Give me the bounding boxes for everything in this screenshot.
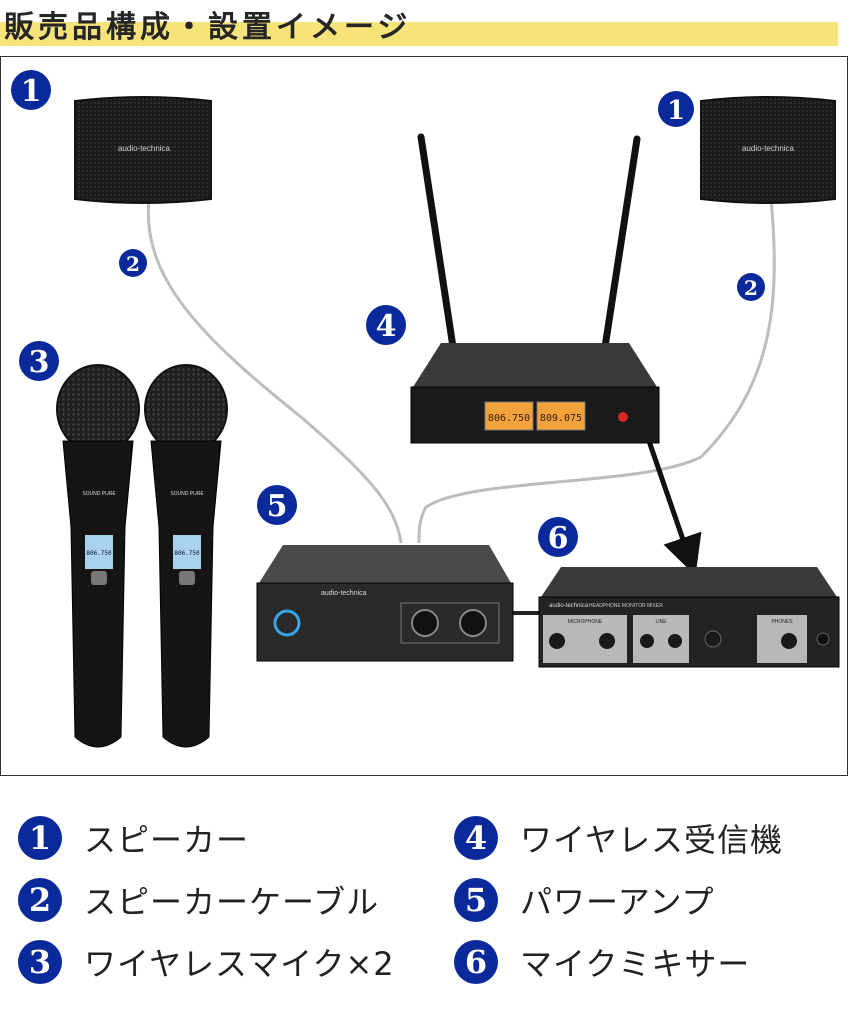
diagram-svg: audio-technica audio-technica 806.750 80… bbox=[11, 70, 840, 748]
legend-item-receiver: 4 ワイヤレス受信機 bbox=[454, 814, 783, 862]
badge-5: 5 bbox=[257, 485, 297, 525]
mixer-section-line: LINE bbox=[655, 619, 667, 625]
legend-label-4: ワイヤレス受信機 bbox=[520, 821, 784, 859]
badge-1-left: 1 bbox=[11, 70, 51, 110]
speaker-cable-left bbox=[146, 198, 403, 544]
legend: 1 スピーカー 2 スピーカーケーブル 3 ワイヤレスマイク×2 4 ワイヤレス… bbox=[0, 800, 850, 1000]
legend-badge-3: 3 bbox=[18, 940, 62, 984]
mic-right-brand: SOUND PURE bbox=[170, 491, 204, 497]
page-title: 販売品構成・設置イメージ bbox=[4, 10, 412, 45]
speaker-left: audio-technica bbox=[74, 96, 212, 204]
svg-text:3: 3 bbox=[29, 345, 50, 380]
legend-item-power-amp: 5 パワーアンプ bbox=[454, 876, 714, 924]
legend-label-5: パワーアンプ bbox=[520, 883, 715, 921]
svg-text:2: 2 bbox=[744, 276, 758, 300]
badge-3: 3 bbox=[19, 341, 59, 381]
legend-item-wireless-mic: 3 ワイヤレスマイク×2 bbox=[18, 938, 395, 986]
legend-label-1: スピーカー bbox=[84, 821, 250, 859]
speaker-left-brand: audio-technica bbox=[118, 144, 171, 153]
badge-2-left: 2 bbox=[119, 249, 147, 277]
legend-badge-1: 1 bbox=[18, 816, 62, 860]
svg-text:5: 5 bbox=[267, 489, 288, 524]
power-amplifier: audio-technica bbox=[256, 545, 514, 662]
badge-4: 4 bbox=[366, 305, 406, 345]
legend-badge-4: 4 bbox=[454, 816, 498, 860]
legend-item-speaker: 1 スピーカー bbox=[18, 814, 249, 862]
receiver-mixer-arrow bbox=[646, 440, 702, 576]
receiver-display-b: 809.075 bbox=[540, 413, 582, 424]
mixer-section-mic: MICROPHONE bbox=[568, 619, 603, 625]
legend-item-speaker-cable: 2 スピーカーケーブル bbox=[18, 876, 379, 924]
speaker-cable-right bbox=[417, 198, 776, 544]
svg-text:1: 1 bbox=[21, 74, 42, 109]
mic-mixer: audio-technica HEADPHONE MONITOR MIXER M… bbox=[538, 567, 840, 668]
svg-text:6: 6 bbox=[548, 521, 569, 556]
mixer-section-phones: PHONES bbox=[771, 619, 793, 625]
speaker-right-brand: audio-technica bbox=[742, 144, 795, 153]
badge-1-right: 1 bbox=[658, 91, 694, 127]
legend-label-3: ワイヤレスマイク×2 bbox=[84, 945, 395, 983]
amp-brand: audio-technica bbox=[321, 590, 367, 597]
mixer-model: HEADPHONE MONITOR MIXER bbox=[589, 603, 663, 609]
mixer-brand: audio-technica bbox=[549, 603, 589, 609]
wireless-receiver: 806.750 809.075 bbox=[410, 133, 660, 444]
speaker-right: audio-technica bbox=[700, 96, 836, 204]
wireless-mic-right: 806.750 SOUND PURE bbox=[144, 364, 228, 748]
title-highlight bbox=[0, 22, 838, 46]
legend-item-mixer: 6 マイクミキサー bbox=[454, 938, 750, 986]
legend-label-2: スピーカーケーブル bbox=[84, 883, 380, 921]
wireless-mic-left: 806.750 SOUND PURE bbox=[56, 364, 140, 748]
legend-badge-2: 2 bbox=[18, 878, 62, 922]
mic-right-display: 806.750 bbox=[174, 550, 200, 557]
badge-2-right: 2 bbox=[737, 273, 765, 301]
svg-text:2: 2 bbox=[126, 252, 140, 276]
legend-label-6: マイクミキサー bbox=[520, 945, 751, 983]
svg-text:1: 1 bbox=[667, 96, 685, 126]
legend-badge-6: 6 bbox=[454, 940, 498, 984]
badge-6: 6 bbox=[538, 517, 578, 557]
title-bar: 販売品構成・設置イメージ bbox=[0, 0, 850, 58]
receiver-display-a: 806.750 bbox=[488, 413, 530, 424]
svg-text:4: 4 bbox=[376, 309, 397, 344]
mic-left-display: 806.750 bbox=[86, 550, 112, 557]
legend-badge-5: 5 bbox=[454, 878, 498, 922]
setup-diagram: audio-technica audio-technica 806.750 80… bbox=[0, 56, 848, 776]
mic-left-brand: SOUND PURE bbox=[82, 491, 116, 497]
